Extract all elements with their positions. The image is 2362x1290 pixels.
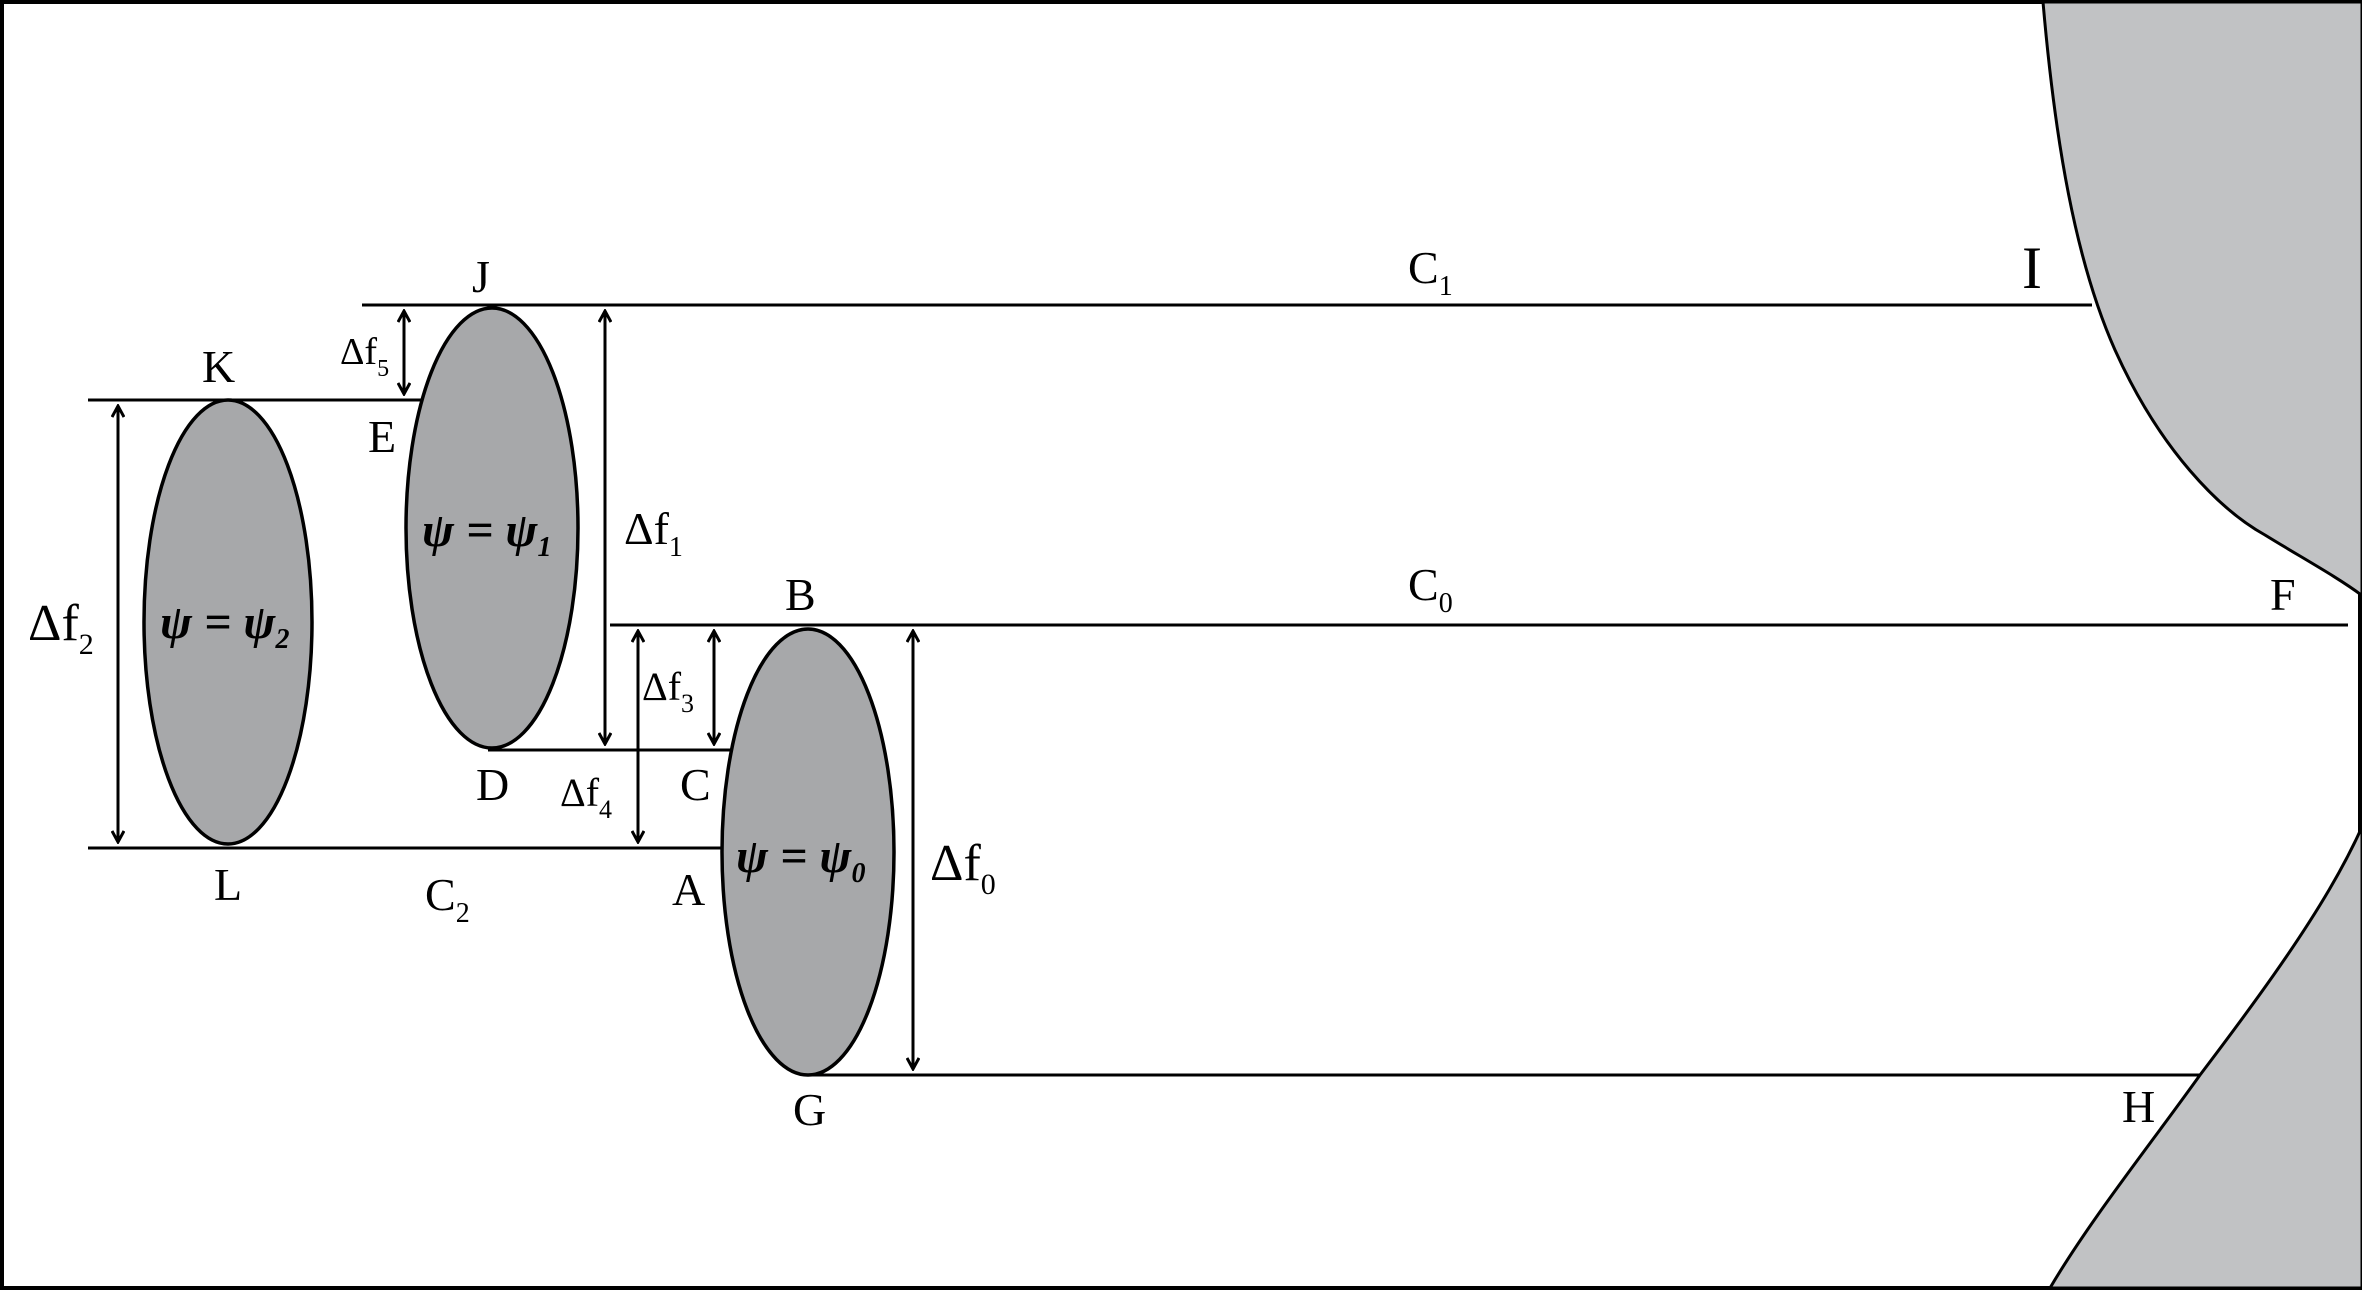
label-df2: Δf2 <box>28 595 94 661</box>
label-point-b: B <box>785 569 816 620</box>
label-point-c: C <box>680 759 711 810</box>
label-df1: Δf1 <box>624 503 683 563</box>
label-point-f: F <box>2270 569 2296 620</box>
ellipse-psi0 <box>720 627 896 1077</box>
label-df4: Δf4 <box>560 770 612 824</box>
label-point-g: G <box>793 1084 826 1135</box>
label-df0: Δf0 <box>930 835 996 901</box>
label-c2: C2 <box>425 869 470 929</box>
ellipse-psi2 <box>142 398 314 846</box>
label-point-i: I <box>2022 235 2042 301</box>
label-point-h: H <box>2122 1081 2155 1132</box>
label-point-l: L <box>214 859 242 910</box>
label-psi1: ψ = ψ1 <box>422 504 551 563</box>
label-c1: C1 <box>1408 242 1453 302</box>
label-df3: Δf3 <box>642 664 694 718</box>
label-psi2: ψ = ψ2 <box>160 596 289 655</box>
label-point-j: J <box>472 251 490 302</box>
label-c0: C0 <box>1408 559 1453 619</box>
label-point-d: D <box>476 759 509 810</box>
label-psi0: ψ = ψ0 <box>736 830 865 889</box>
label-point-e: E <box>368 411 396 462</box>
ellipse-psi1 <box>404 306 580 750</box>
body-boundary <box>2041 0 2362 1290</box>
label-df5: Δf5 <box>340 331 389 382</box>
label-point-a: A <box>672 864 705 915</box>
label-point-k: K <box>202 341 235 392</box>
